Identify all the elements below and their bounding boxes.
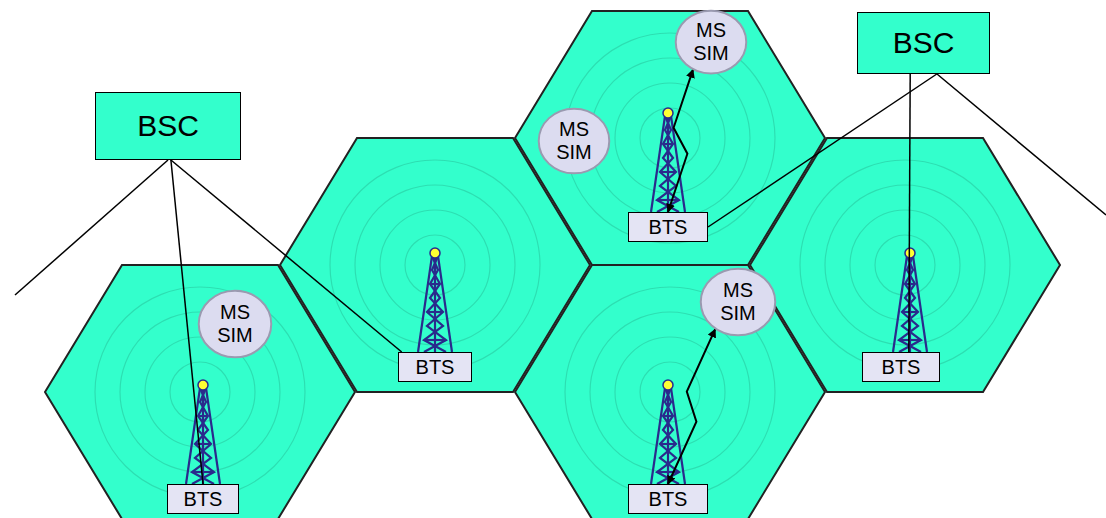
bsc-link (909, 74, 910, 352)
text-stack: BSC (893, 26, 955, 61)
box-label: BTS (416, 356, 455, 379)
box-label: BTS (184, 488, 223, 511)
box-label: BTS (649, 488, 688, 511)
coverage-rings (95, 33, 1010, 497)
mobile-station: MS SIM (700, 268, 776, 336)
box-label: BTS (882, 356, 921, 379)
text-stack: BTS (882, 356, 921, 379)
text-stack: BTS (649, 216, 688, 239)
bsc-box: BSC (95, 92, 241, 160)
text-stack: BSC (137, 109, 199, 144)
bts-box: BTS (398, 352, 472, 382)
bts-box: BTS (628, 212, 708, 242)
text-stack: BTS (649, 488, 688, 511)
mobile-station: MS SIM (675, 10, 747, 74)
bts-box: BTS (862, 352, 940, 382)
station-label: MS SIM (693, 19, 729, 65)
radio-link (668, 329, 715, 484)
bsc-trunk-lines (15, 74, 1106, 295)
mobile-station: MS SIM (538, 108, 610, 174)
bts-box: BTS (628, 484, 708, 514)
station-label: MS SIM (217, 301, 253, 347)
box-label: BSC (893, 26, 955, 61)
text-stack: BTS (416, 356, 455, 379)
bts-box: BTS (167, 484, 239, 514)
mobile-station: MS SIM (198, 290, 272, 358)
antenna-towers (186, 108, 927, 484)
station-label: MS SIM (556, 118, 592, 164)
text-stack: MS SIM (720, 279, 756, 325)
text-stack: MS SIM (693, 19, 729, 65)
text-stack: MS SIM (556, 118, 592, 164)
bsc-box: BSC (857, 12, 990, 74)
station-label: MS SIM (720, 279, 756, 325)
text-stack: BTS (184, 488, 223, 511)
bsc-link (708, 74, 937, 227)
radio-link (668, 70, 693, 212)
text-stack: MS SIM (217, 301, 253, 347)
cell-hexagons (45, 11, 1060, 518)
box-label: BSC (137, 109, 199, 144)
box-label: BTS (649, 216, 688, 239)
